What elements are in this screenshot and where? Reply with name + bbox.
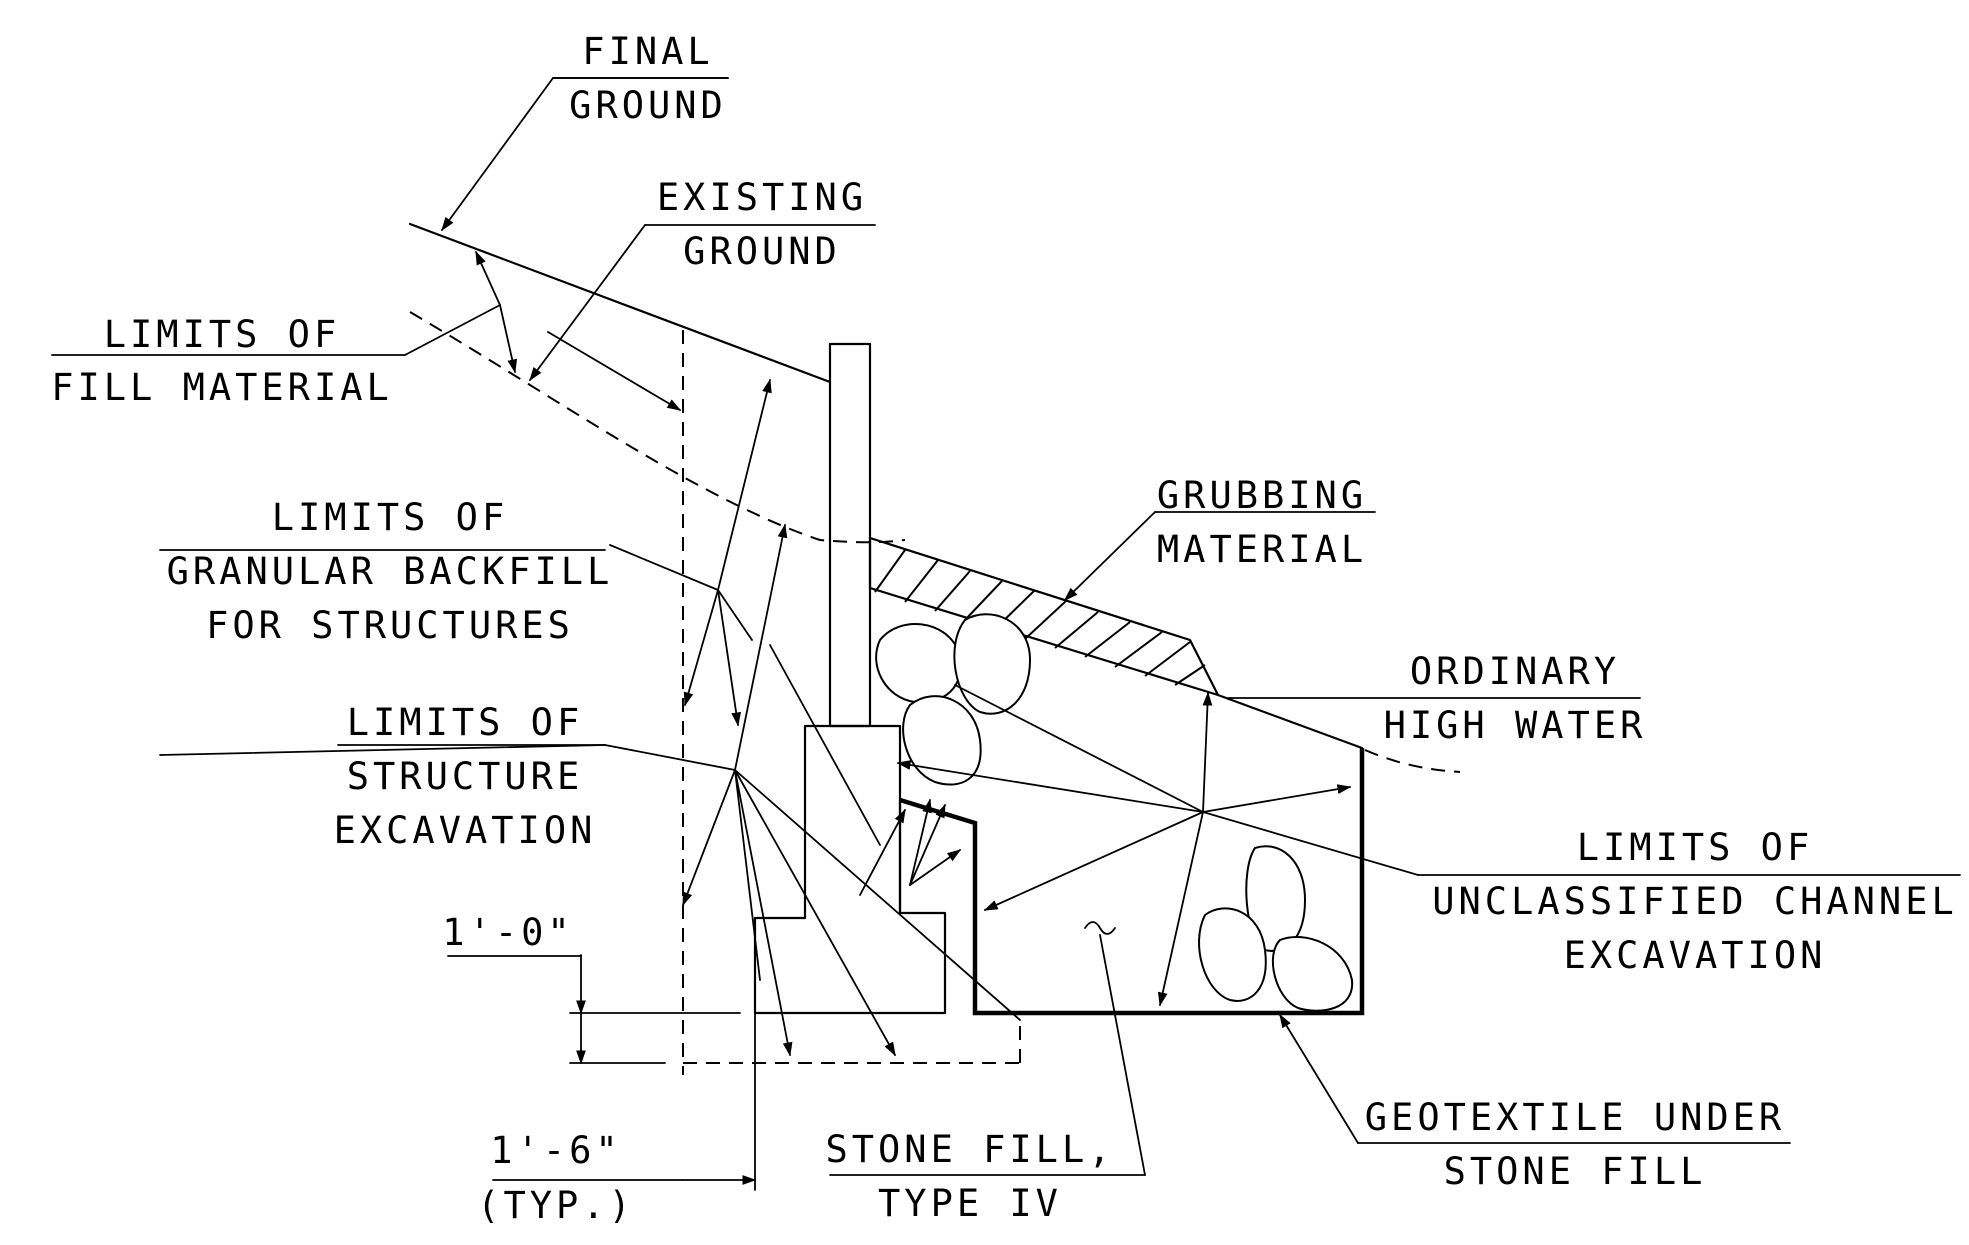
stone-fill-line1: STONE FILL, bbox=[825, 1128, 1114, 1171]
label-limits-structure: LIMITS OF STRUCTURE EXCAVATION bbox=[334, 701, 597, 852]
limits-structure-line2: STRUCTURE bbox=[347, 755, 583, 798]
limits-fill-line2: FILL MATERIAL bbox=[51, 366, 393, 409]
label-ordinary-high-water: ORDINARY HIGH WATER bbox=[1384, 650, 1647, 747]
label-limits-granular: LIMITS OF GRANULAR BACKFILL FOR STRUCTUR… bbox=[167, 496, 614, 647]
structure-excavation-limit bbox=[682, 330, 1021, 1075]
stone-fill-inner-leader bbox=[859, 798, 962, 896]
grubbing-material-band bbox=[868, 536, 1364, 750]
limits-granular-line2: GRANULAR BACKFILL bbox=[167, 550, 614, 593]
geotextile-line1: GEOTEXTILE UNDER bbox=[1365, 1096, 1785, 1139]
label-geotextile: GEOTEXTILE UNDER STONE FILL bbox=[1365, 1096, 1785, 1193]
ohw-line2: HIGH WATER bbox=[1384, 704, 1647, 747]
limits-granular-line3: FOR STRUCTURES bbox=[206, 604, 574, 647]
dim-width-line1: 1'-6" bbox=[490, 1129, 621, 1172]
limits-fill-leader bbox=[51, 250, 682, 411]
limits-fill-line1: LIMITS OF bbox=[104, 313, 340, 356]
label-limits-fill: LIMITS OF FILL MATERIAL bbox=[51, 313, 393, 409]
label-dim-depth: 1'-0" bbox=[442, 911, 573, 954]
label-limits-channel: LIMITS OF UNCLASSIFIED CHANNEL EXCAVATIO… bbox=[1432, 826, 1958, 977]
ohw-line1: ORDINARY bbox=[1410, 650, 1620, 693]
existing-ground-line1: EXISTING bbox=[657, 176, 867, 219]
label-stone-fill: STONE FILL, TYPE IV bbox=[825, 1128, 1114, 1225]
limits-structure-leader bbox=[337, 523, 1021, 1057]
limits-structure-line3: EXCAVATION bbox=[334, 809, 597, 852]
label-final-ground: FINAL GROUND bbox=[569, 30, 727, 127]
final-ground-line1: FINAL bbox=[582, 30, 713, 73]
dimension-width bbox=[492, 1012, 757, 1191]
final-ground-line bbox=[408, 222, 832, 384]
stone-fill-line2: TYPE IV bbox=[878, 1182, 1062, 1225]
grubbing-line1: GRUBBING bbox=[1157, 474, 1367, 517]
stone-fill-rocks bbox=[875, 613, 1354, 1012]
limits-channel-line1: LIMITS OF bbox=[1577, 826, 1813, 869]
label-dim-width: 1'-6" (TYP.) bbox=[477, 1129, 635, 1227]
final-ground-line2: GROUND bbox=[569, 84, 727, 127]
geotextile-leader bbox=[1279, 1013, 1791, 1144]
label-grubbing: GRUBBING MATERIAL bbox=[1157, 474, 1367, 571]
limits-structure-line1: LIMITS OF bbox=[347, 701, 583, 744]
grubbing-line2: MATERIAL bbox=[1157, 528, 1367, 571]
label-rules bbox=[159, 77, 729, 756]
existing-ground-line2: GROUND bbox=[683, 230, 841, 273]
dimension-depth bbox=[447, 954, 741, 1065]
dim-width-line2: (TYP.) bbox=[477, 1184, 635, 1227]
retaining-wall bbox=[753, 342, 947, 1015]
geotextile-line2: STONE FILL bbox=[1444, 1150, 1707, 1193]
label-existing-ground: EXISTING GROUND bbox=[657, 176, 867, 273]
limits-channel-line2: UNCLASSIFIED CHANNEL bbox=[1432, 880, 1958, 923]
limits-channel-leader bbox=[896, 684, 1961, 1007]
stone-fill-leader bbox=[829, 921, 1146, 1176]
grubbing-leader bbox=[1063, 511, 1376, 601]
existing-ground-leader bbox=[529, 224, 876, 382]
limits-granular-line1: LIMITS OF bbox=[272, 496, 508, 539]
limits-channel-line3: EXCAVATION bbox=[1564, 934, 1827, 977]
dim-depth-text: 1'-0" bbox=[442, 911, 573, 954]
limits-granular-leader bbox=[609, 378, 881, 846]
